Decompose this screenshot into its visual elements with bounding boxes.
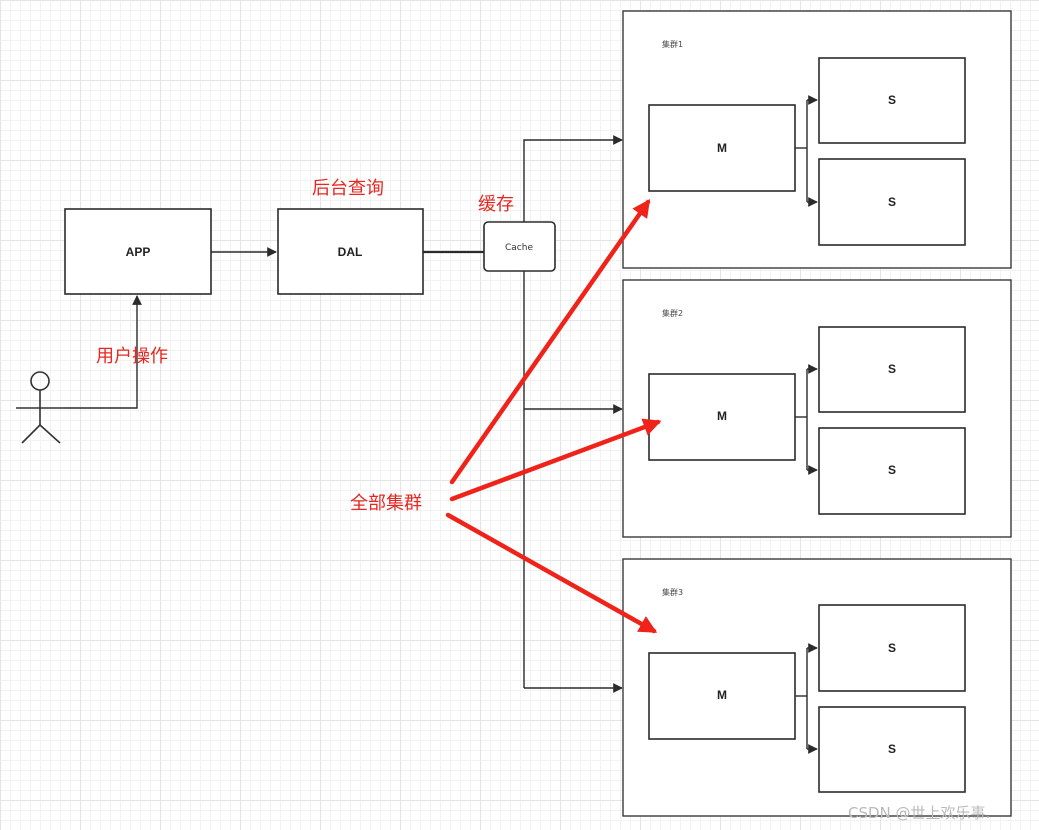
cache-annotation: 缓存	[478, 194, 514, 215]
cluster-2-slave-2-label: S	[888, 463, 896, 477]
cluster-2-title: 集群2	[662, 308, 683, 318]
cluster-2-slave-2	[818, 427, 966, 515]
user-actor-icon	[16, 371, 64, 444]
user-to-app-connector	[64, 295, 142, 409]
cluster-1: 集群1 M S S	[622, 10, 1012, 269]
cache-node: Cache	[483, 221, 556, 272]
cluster-1-slave-1-label: S	[888, 93, 896, 107]
cluster-1-title: 集群1	[662, 39, 683, 49]
app-label: APP	[126, 245, 151, 259]
cluster-2-master	[648, 373, 796, 461]
cluster-2-slave-1	[818, 326, 966, 413]
cluster-3-slave-2-label: S	[888, 742, 896, 756]
user-operation-annotation: 用户操作	[96, 346, 168, 367]
cache-label: Cache	[505, 243, 533, 253]
cluster-3-slave-1	[818, 604, 966, 692]
cluster-3: 集群3 M S S	[622, 558, 1012, 817]
cluster-1-slave-1	[818, 57, 966, 144]
backend-query-annotation: 后台查询	[312, 178, 384, 199]
watermark: CSDN @世上欢乐事.	[848, 804, 990, 822]
cluster-1-slave-2	[818, 158, 966, 246]
cache-fanout-connector	[523, 135, 623, 693]
dal-label: DAL	[338, 245, 363, 259]
all-clusters-annotation: 全部集群	[350, 493, 422, 514]
cluster-2-slave-1-label: S	[888, 362, 896, 376]
cluster-3-slave-1-label: S	[888, 641, 896, 655]
cluster-2: 集群2 M S S	[622, 279, 1012, 538]
cluster-3-master	[648, 652, 796, 740]
cluster-1-master-label: M	[717, 141, 727, 155]
cluster-1-slave-2-label: S	[888, 195, 896, 209]
cluster-3-slave-2	[818, 706, 966, 793]
all-clusters-arrows	[445, 199, 662, 634]
cluster-1-master	[648, 104, 796, 192]
app-node: APP	[64, 208, 212, 295]
dal-node: DAL	[277, 208, 424, 295]
cluster-3-master-label: M	[717, 688, 727, 702]
cluster-3-title: 集群3	[662, 587, 683, 597]
cluster-2-master-label: M	[717, 409, 727, 423]
